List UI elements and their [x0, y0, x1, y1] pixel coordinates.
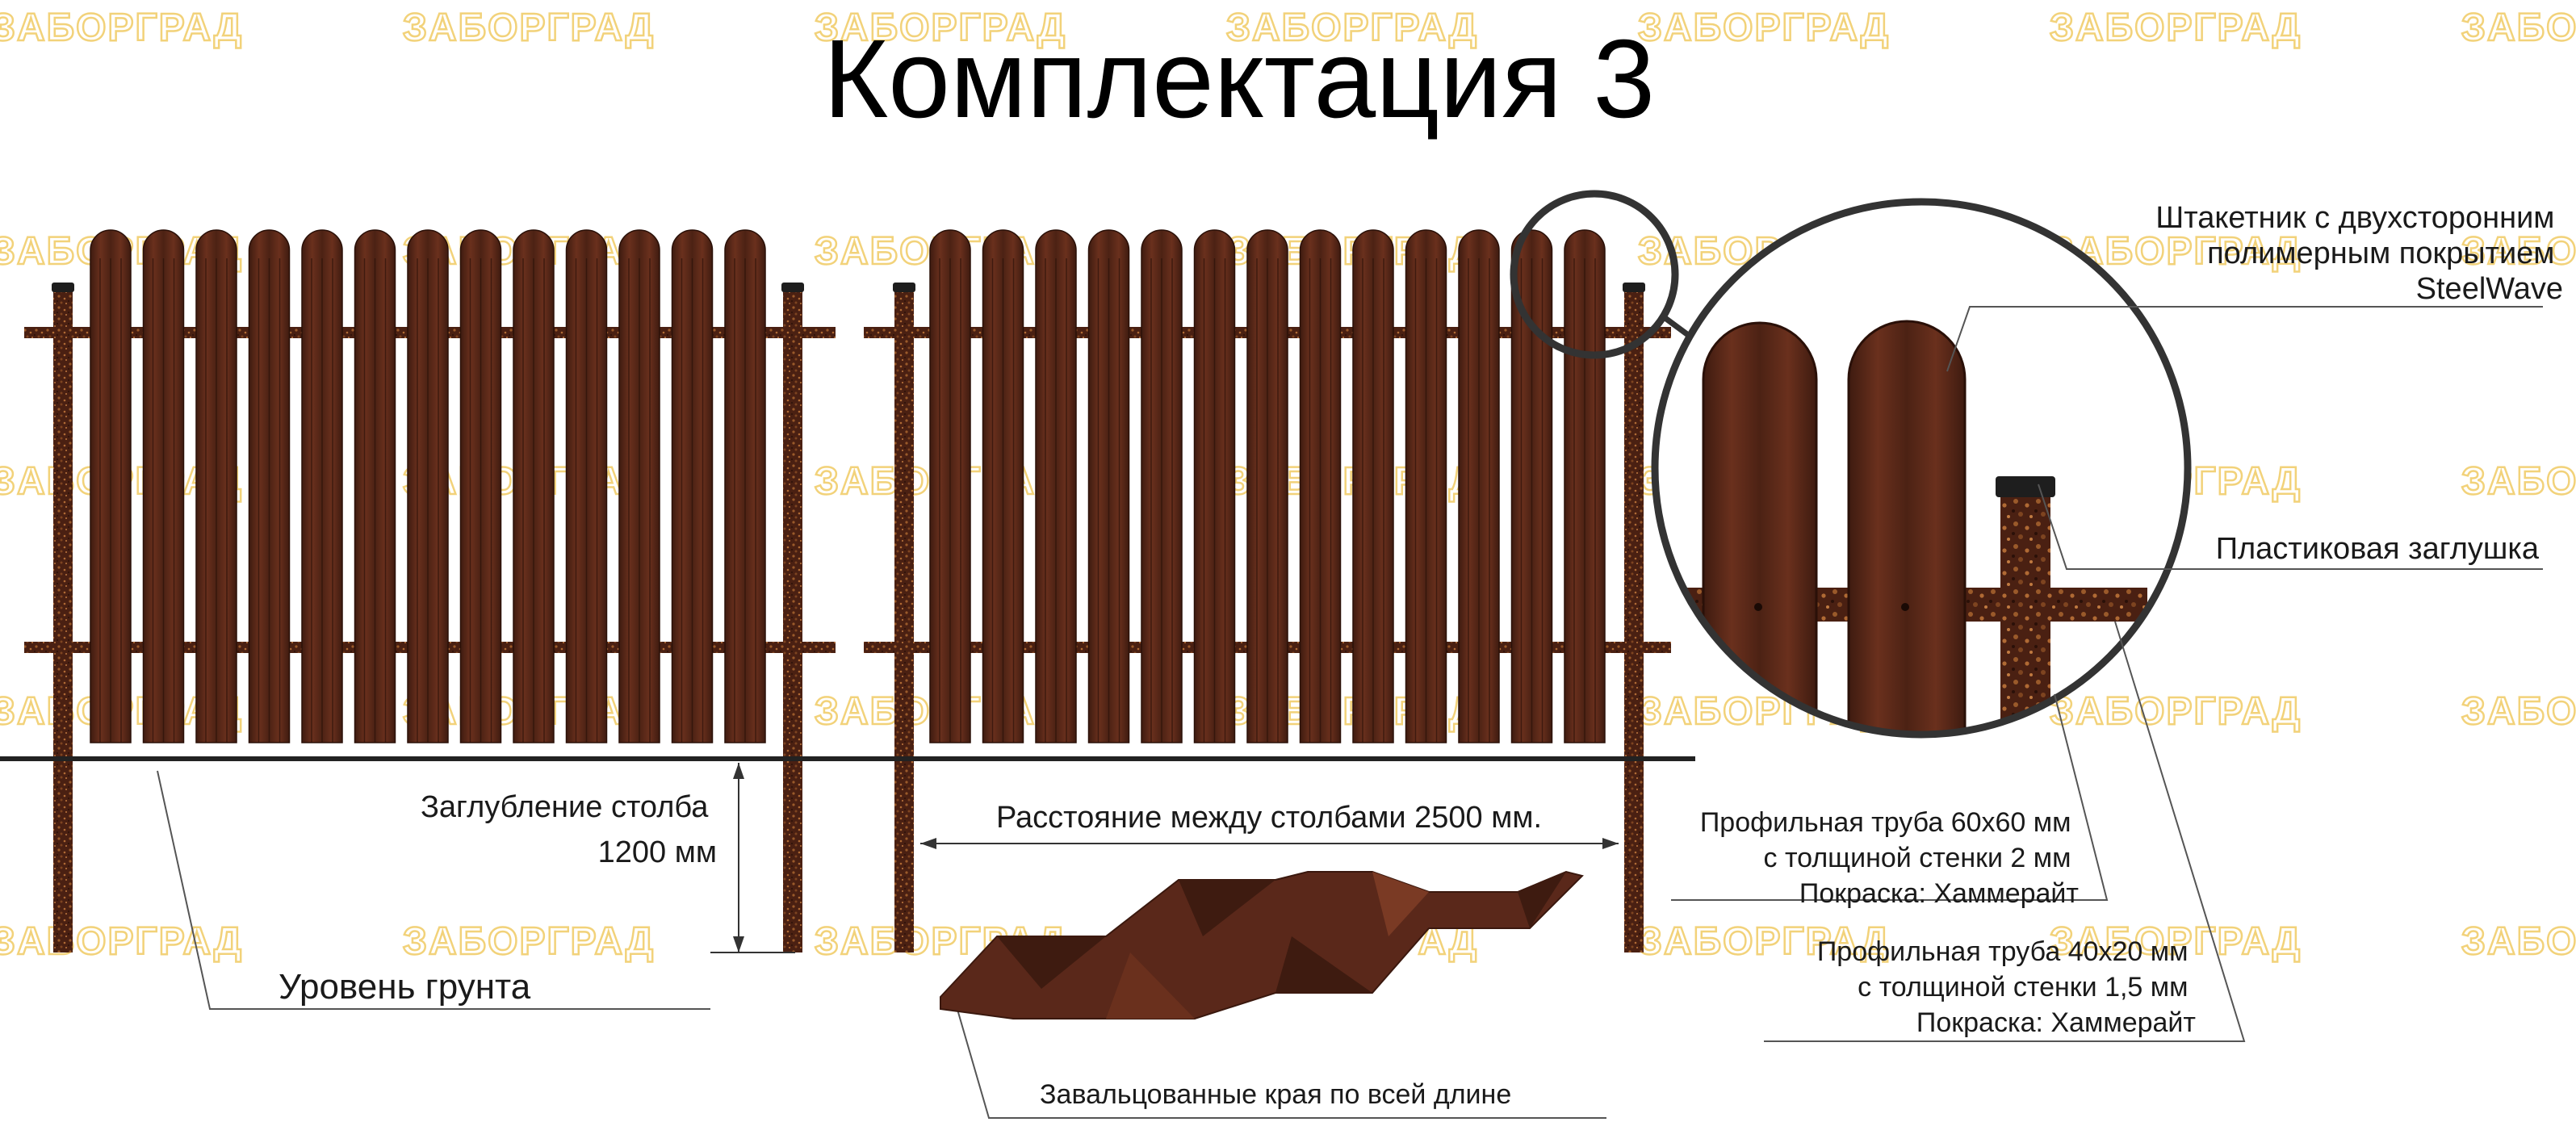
page-title: Комплектация 3 — [823, 17, 1655, 141]
label-depth-line2: 1200 мм — [598, 835, 717, 869]
watermark: ЗАБОРГРАД — [2050, 920, 2302, 963]
zoom-post-cap — [1996, 476, 2055, 497]
post-cap — [1623, 283, 1645, 292]
label-rolled-edges: Завальцованные края по всей длине — [1040, 1079, 1511, 1110]
label-picket-line3: SteelWave — [2416, 272, 2563, 306]
fence-post — [53, 287, 73, 952]
label-picket-line1: Штакетник с двухсторонним — [2155, 201, 2554, 235]
leader-cap — [2038, 484, 2543, 570]
watermark: ЗАБОРГРАД — [0, 920, 243, 963]
label-post-spacing: Расстояние между столбами 2500 мм. — [996, 801, 1542, 835]
watermark: ЗАБОРГРАД — [2461, 230, 2576, 273]
watermark: ЗАБОРГРАД — [403, 920, 655, 963]
label-pipe60-line3: Покраска: Хаммерайт — [1799, 878, 2079, 909]
svg-text:Профильная труба 60х60 мм: Профильная труба 60х60 мм с толщиной сте… — [1700, 807, 2079, 909]
zoom-picket — [1702, 321, 1818, 735]
fence-post — [894, 287, 914, 952]
post-cap — [781, 283, 804, 292]
label-pipe40-line3: Покраска: Хаммерайт — [1916, 1007, 2196, 1038]
svg-text:Штакетник с двухсторонним: Штакетник с двухсторонним полимерным пок… — [2155, 201, 2563, 306]
watermark: ЗАБОРГРАД — [0, 6, 243, 49]
label-pipe40-line2: с толщиной стенки 1,5 мм — [1858, 972, 2188, 1003]
watermark: ЗАБОРГРАД — [2461, 920, 2576, 963]
watermark-layer: ЗАБОРГРАД ЗАБОРГРАД ЗАБОРГРАД ЗАБОРГРАД ЗАБО… — [0, 6, 2576, 965]
fence-sections — [24, 229, 1671, 952]
leader-picket — [1946, 306, 2543, 372]
label-plastic-cap: Пластиковая заглушка — [2216, 532, 2540, 566]
watermark: ЗАБОРГРАД — [2050, 690, 2302, 733]
watermark: ЗАБОРГРАД — [403, 6, 655, 49]
leader-edges — [952, 992, 1606, 1119]
watermark: ЗАБОРГРАД — [2461, 690, 2576, 733]
leader-pipe40 — [1764, 621, 2246, 1042]
leader-pipe60 — [1671, 693, 2109, 901]
svg-text:Профильная труба 40х20 мм: Профильная труба 40х20 мм с толщиной сте… — [1817, 936, 2196, 1038]
zoom-detail — [1655, 202, 2188, 735]
picket-profile — [940, 870, 1584, 1019]
post-cap — [893, 283, 915, 292]
watermark: ЗАБОРГРАД — [1638, 6, 1890, 49]
label-picket-line2: полимерным покрытием — [2207, 237, 2554, 270]
label-pipe40-line1: Профильная труба 40х20 мм — [1817, 936, 2189, 967]
fence-post — [1624, 287, 1644, 952]
watermark: ЗАБОРГРАД — [815, 6, 1066, 49]
post-cap — [52, 283, 74, 292]
svg-text:Заглубление столба 1200 мм: Заглубление столба 1200 мм — [421, 790, 717, 869]
zoom-circle — [1651, 198, 2192, 739]
watermark: ЗАБОРГРАД — [1226, 6, 1478, 49]
fence-section-right — [864, 229, 1671, 952]
zoom-post — [2000, 494, 2050, 735]
fence-section-left — [24, 229, 836, 952]
label-pipe60-line2: с толщиной стенки 2 мм — [1764, 843, 2071, 873]
leader-ground — [157, 770, 710, 1010]
label-pipe60-line1: Профильная труба 60х60 мм — [1700, 807, 2071, 838]
watermark: ЗАБОРГРАД — [2461, 460, 2576, 503]
label-ground-level: Уровень грунта — [279, 967, 531, 1007]
zoom-picket — [1847, 320, 1967, 735]
label-depth-line1: Заглубление столба — [421, 790, 709, 824]
zoom-source-circle — [1510, 190, 1679, 359]
watermark: ЗАБОРГРАД — [2050, 6, 2302, 49]
watermark: ЗАБОРГРАД — [1638, 920, 1890, 963]
watermark: ЗАБОРГРАД — [2461, 6, 2576, 49]
fence-post — [783, 287, 802, 952]
